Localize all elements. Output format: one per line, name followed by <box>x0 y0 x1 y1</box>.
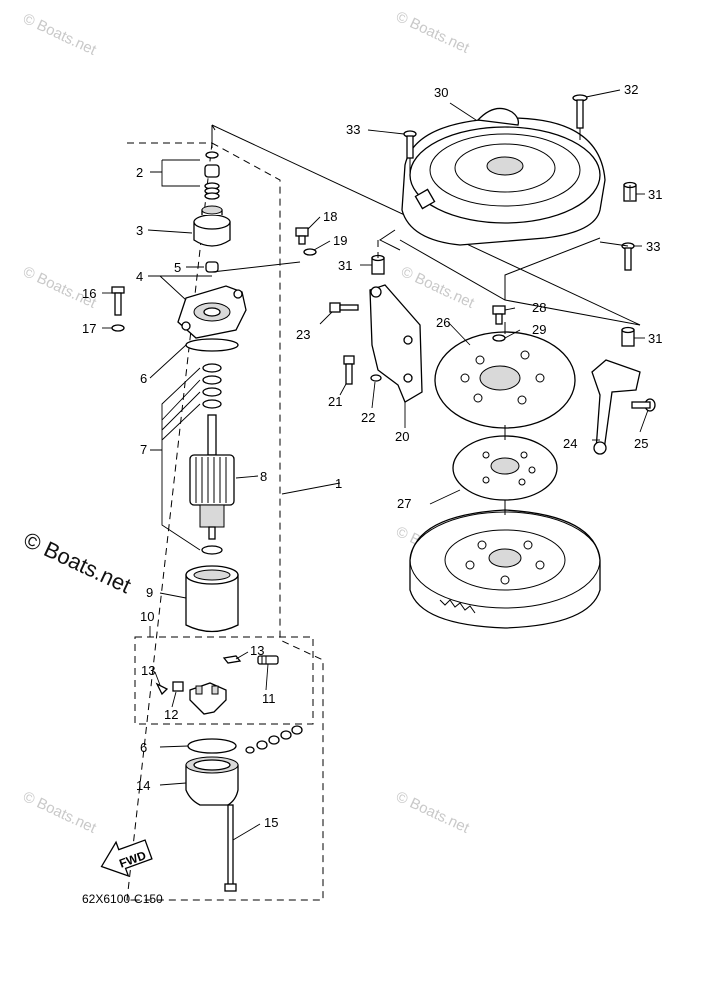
callout-20: 20 <box>395 429 409 444</box>
part-pinion-drive <box>193 205 231 247</box>
callout-11: 11 <box>262 691 276 706</box>
callout-30: 30 <box>434 85 448 100</box>
part-bolt-32 <box>572 94 588 129</box>
callout-7: 7 <box>140 442 147 457</box>
callout-18: 18 <box>323 209 337 224</box>
axis-tick <box>211 124 216 131</box>
part-circlip <box>205 151 219 159</box>
part-armature <box>189 414 235 540</box>
callout-13-right: 13 <box>250 643 264 658</box>
part-o-ring-front <box>185 338 239 352</box>
callout-32: 32 <box>624 82 638 97</box>
part-rear-bracket <box>185 756 239 806</box>
part-bolt-23 <box>329 302 359 313</box>
part-yoke <box>185 565 239 633</box>
armature-commutator <box>199 504 225 528</box>
part-brush <box>172 681 184 692</box>
callout-10: 10 <box>140 609 154 624</box>
watermark-bottom-right: © Boats.net <box>393 788 472 837</box>
callout-33-lower: 33 <box>646 239 660 254</box>
callout-25: 25 <box>634 436 648 451</box>
watermark-bottom-left: © Boats.net <box>20 788 99 837</box>
part-stator-plate <box>434 331 576 429</box>
part-washer-lower <box>201 545 223 555</box>
watermark-mid-right: © Boats.net <box>398 263 477 312</box>
part-washer-22 <box>370 374 382 382</box>
part-flywheel <box>409 509 601 629</box>
part-washer-29 <box>492 334 506 342</box>
watermark-top-right: © Boats.net <box>393 8 472 57</box>
part-spring <box>204 182 220 200</box>
part-brush-spring-left <box>155 682 169 696</box>
starter-assembly-outline <box>126 142 324 901</box>
part-bolt-28 <box>492 305 506 325</box>
callout-21: 21 <box>328 394 342 409</box>
leader-lines <box>102 89 649 841</box>
callout-4: 4 <box>136 269 143 284</box>
callout-2: 2 <box>136 165 143 180</box>
part-bolt-16 <box>111 286 125 316</box>
part-stopper <box>204 164 220 178</box>
part-lever-24 <box>591 359 641 455</box>
guide-line <box>379 229 401 251</box>
diagram-code: 62X6100-C150 <box>82 892 163 906</box>
callout-1: 1 <box>335 476 342 491</box>
callout-14: 14 <box>136 778 150 793</box>
part-front-bracket <box>177 285 247 339</box>
callout-5: 5 <box>174 260 181 275</box>
fwd-arrow: FWD <box>100 839 153 878</box>
guide-line <box>399 237 641 326</box>
callout-13-left: 13 <box>141 663 155 678</box>
callout-28: 28 <box>532 300 546 315</box>
part-flywheel-cover <box>401 107 606 246</box>
part-brush-spring-top <box>222 655 242 664</box>
part-plate-27 <box>452 435 558 501</box>
part-spacer <box>205 261 219 273</box>
callout-26: 26 <box>436 315 450 330</box>
guide-line <box>211 261 301 273</box>
part-o-ring-rear <box>187 738 237 754</box>
callout-31-c: 31 <box>648 331 662 346</box>
callout-8: 8 <box>260 469 267 484</box>
part-collar-31-c <box>621 326 635 347</box>
callout-6-upper: 6 <box>140 371 147 386</box>
callout-23: 23 <box>296 327 310 342</box>
part-screw-18 <box>295 227 309 245</box>
callout-9: 9 <box>146 585 153 600</box>
callout-12: 12 <box>164 707 178 722</box>
callout-6-lower: 6 <box>140 740 147 755</box>
part-bolt-25 <box>631 398 656 412</box>
callout-27: 27 <box>397 496 411 511</box>
callout-22: 22 <box>361 410 375 425</box>
part-washer-17 <box>111 324 125 332</box>
callout-16: 16 <box>82 286 96 301</box>
part-bolt-21 <box>343 355 355 385</box>
callout-29: 29 <box>532 322 546 337</box>
callout-19: 19 <box>333 233 347 248</box>
callout-labels: 1 2 3 4 5 6 7 8 9 10 11 12 13 13 6 14 15… <box>82 82 662 830</box>
callout-3: 3 <box>136 223 143 238</box>
part-brush-holder <box>189 682 227 715</box>
part-through-bolt <box>224 804 237 892</box>
part-washers <box>202 363 222 409</box>
watermark-center-left: © Boats.net <box>20 527 135 598</box>
callout-31-b: 31 <box>338 258 352 273</box>
guide-line <box>599 241 629 247</box>
callout-17: 17 <box>82 321 96 336</box>
part-collar-31-b <box>371 254 385 275</box>
part-small-washers <box>245 725 303 754</box>
part-washer-19 <box>303 248 317 256</box>
armature-shaft <box>207 414 217 456</box>
watermark-top-left: © Boats.net <box>20 10 99 59</box>
brush-kit-outline <box>134 636 314 725</box>
part-bracket-20 <box>369 284 423 403</box>
callout-24: 24 <box>563 436 577 451</box>
part-bolt-33-upper <box>403 130 417 159</box>
callout-15: 15 <box>264 815 278 830</box>
callout-31-a: 31 <box>648 187 662 202</box>
callout-33-upper: 33 <box>346 122 360 137</box>
part-bolt-33-lower <box>621 242 635 271</box>
